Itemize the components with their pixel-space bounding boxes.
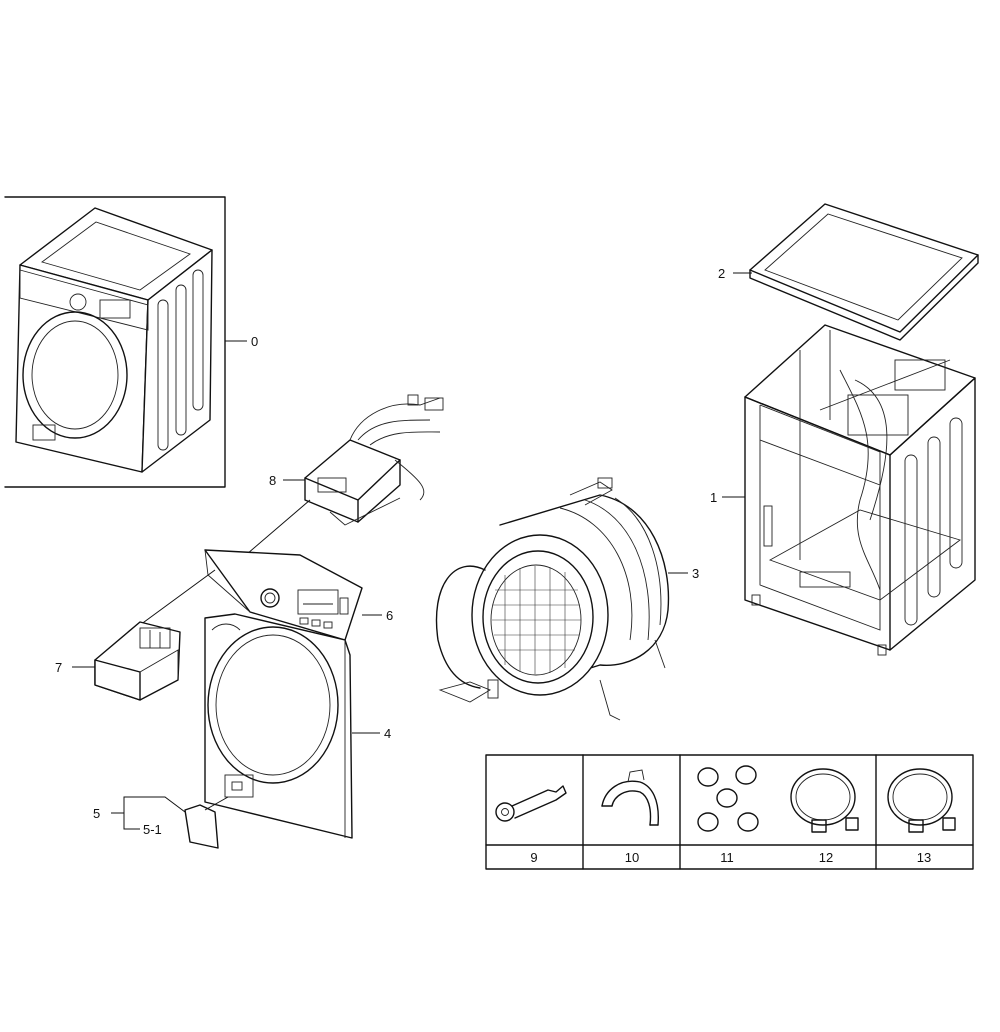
callout-5-1: 5-1 xyxy=(143,822,162,837)
callout-7: 7 xyxy=(55,660,62,675)
callout-8: 8 xyxy=(269,473,276,488)
detergent-housing-drawing xyxy=(304,394,444,526)
assembled-washer-box xyxy=(4,196,226,488)
callout-0: 0 xyxy=(251,334,258,349)
callout-5: 5 xyxy=(93,806,100,821)
top-cover-drawing xyxy=(749,203,979,341)
callout-1: 1 xyxy=(710,490,717,505)
table-cell-label: 9 xyxy=(530,850,537,865)
tub-drum-assembly-drawing xyxy=(435,477,670,721)
callout-2: 2 xyxy=(718,266,725,281)
drain-hose-icon xyxy=(887,768,956,833)
detergent-drawer-drawing xyxy=(94,621,181,701)
leg-cap-icons xyxy=(697,765,759,832)
table-cell-label: 11 xyxy=(720,850,734,865)
cabinet-frame-drawing xyxy=(744,324,976,656)
callout-6: 6 xyxy=(386,608,393,623)
table-cell-label: 12 xyxy=(819,850,833,865)
front-panel-drawing xyxy=(204,613,353,839)
callout-4: 4 xyxy=(384,726,391,741)
callout-3: 3 xyxy=(692,566,699,581)
control-panel-drawing xyxy=(204,549,363,641)
table-cell-label: 13 xyxy=(917,850,931,865)
wrench-icon xyxy=(495,785,567,822)
water-hose-icon xyxy=(790,768,859,833)
filter-cover-drawing xyxy=(184,796,229,849)
accessory-table: 9 10 11 12 13 xyxy=(485,754,974,870)
assembled-washer-drawing xyxy=(15,207,213,473)
hose-guide-icon xyxy=(601,769,659,826)
table-cell-label: 10 xyxy=(625,850,639,865)
